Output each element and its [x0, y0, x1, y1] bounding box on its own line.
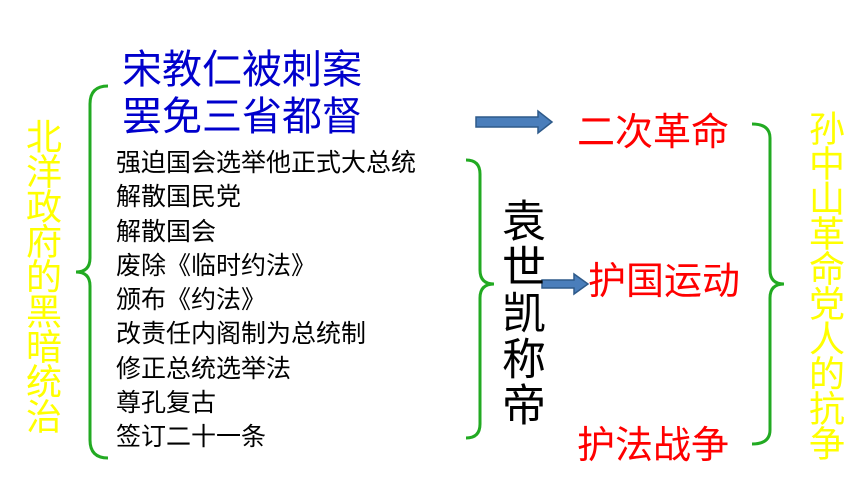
- middle-arrow: [541, 272, 590, 296]
- event-dismiss-governors: 罢免三省都督: [122, 94, 362, 140]
- measure-item: 废除《临时约法》: [116, 250, 317, 280]
- measure-item: 解散国会: [116, 216, 217, 246]
- middle-bracket: [465, 158, 495, 440]
- outcome-national-protection: 护国运动: [588, 259, 741, 303]
- right-bracket: [751, 122, 785, 446]
- measure-item: 解散国民党: [116, 182, 242, 212]
- event-song-jiaoren: 宋教仁被刺案: [122, 47, 362, 93]
- yuan-vertical-label: 袁世凯称帝: [494, 198, 545, 428]
- measure-item: 改责任内阁制为总统制: [116, 319, 367, 349]
- measures-list: 强迫国会选举他正式大总统 解散国民党 解散国会 废除《临时约法》 颁布《约法》 …: [116, 146, 416, 455]
- outcome-constitution-protection: 护法战争: [577, 423, 730, 467]
- measure-item: 颁布《约法》: [116, 285, 267, 315]
- outcome-second-revolution: 二次革命: [577, 110, 730, 154]
- measure-item: 修正总统选举法: [116, 353, 292, 383]
- right-vertical-label: 孙中山革命党人的抗争: [803, 110, 844, 460]
- top-arrow: [475, 109, 554, 135]
- left-bracket: [75, 84, 109, 460]
- measure-item: 强迫国会选举他正式大总统: [116, 148, 417, 177]
- measure-item: 签订二十一条: [116, 422, 267, 452]
- left-vertical-label: 北洋政府的黑暗统治: [20, 118, 61, 433]
- measure-item: 尊孔复古: [116, 388, 217, 418]
